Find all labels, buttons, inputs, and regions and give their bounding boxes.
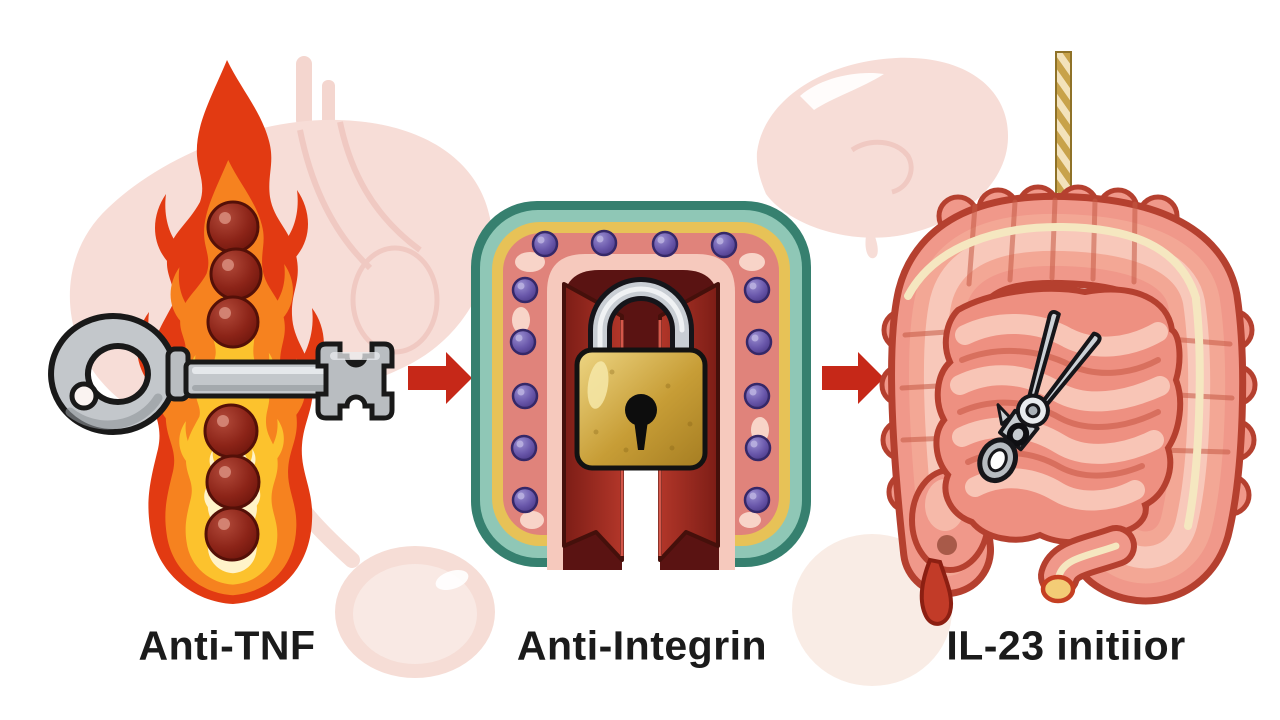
anti-tnf-figure [48,60,395,604]
tnf-molecules-icon [203,200,263,562]
rectum-tip-icon [1040,574,1076,604]
il-23-figure [879,51,1258,626]
scissors-icon [977,309,1102,484]
intestines-icon [879,184,1258,626]
integrin-molecules-icon [509,229,773,514]
right-arrow-icon [822,352,884,404]
key-icon [48,313,395,435]
padlock-icon [574,277,708,471]
anti-integrin-figure [471,201,811,570]
anti-tnf-label: Anti-TNF [138,622,316,669]
liver-silhouette-top-right-icon [756,57,1009,259]
appendix-icon [919,557,953,626]
cell-silhouette-bottom-left-icon [297,504,495,678]
right-arrow-icon [408,352,472,404]
il-23-label: IL-23 initiior [946,622,1186,669]
anti-integrin-label: Anti-Integrin [516,622,768,669]
